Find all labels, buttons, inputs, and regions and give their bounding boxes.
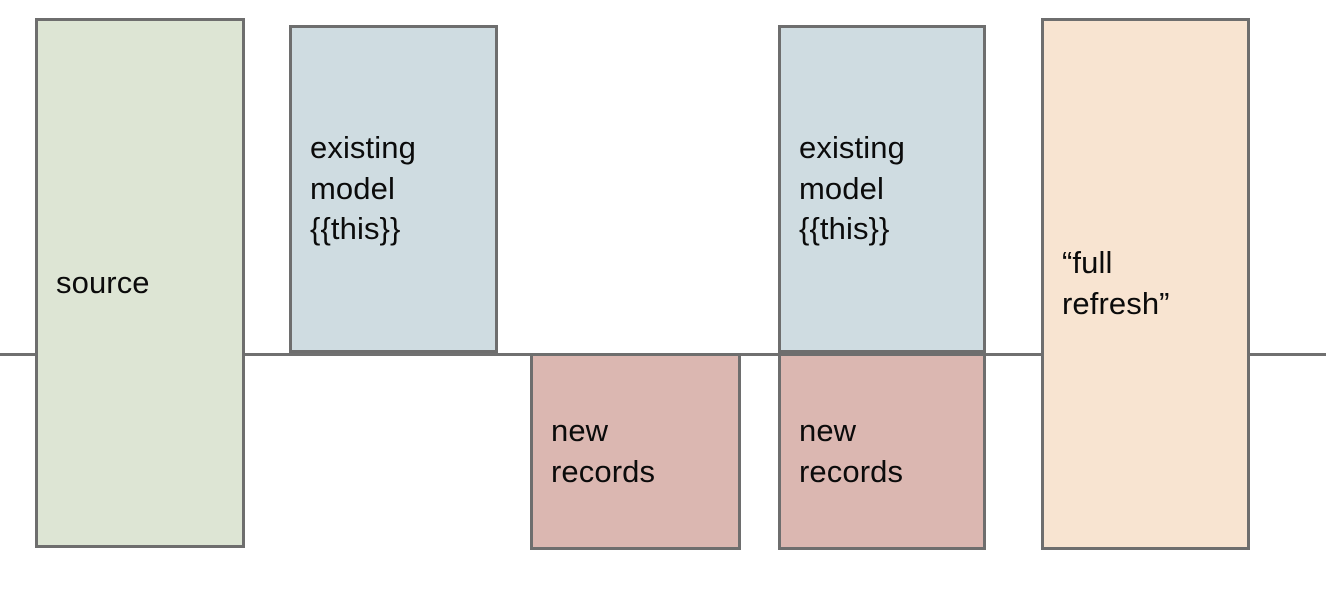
block-label-source: source	[56, 264, 150, 300]
block-new-records-1: new records	[530, 353, 741, 550]
block-full-refresh: “full refresh”	[1041, 18, 1250, 550]
block-label-full-refresh: “full refresh”	[1062, 245, 1170, 321]
block-label-new-records-1: new records	[551, 412, 656, 489]
block-label-existing-model-1: existing model {{this}}	[310, 129, 416, 247]
block-label-existing-model-2: existing model {{this}}	[799, 129, 905, 247]
block-existing-model-2: existing model {{this}}	[778, 25, 986, 353]
block-existing-model-1: existing model {{this}}	[289, 25, 498, 353]
block-source: source	[35, 18, 245, 548]
block-new-records-2: new records	[778, 353, 986, 550]
block-label-new-records-2: new records	[799, 412, 904, 489]
